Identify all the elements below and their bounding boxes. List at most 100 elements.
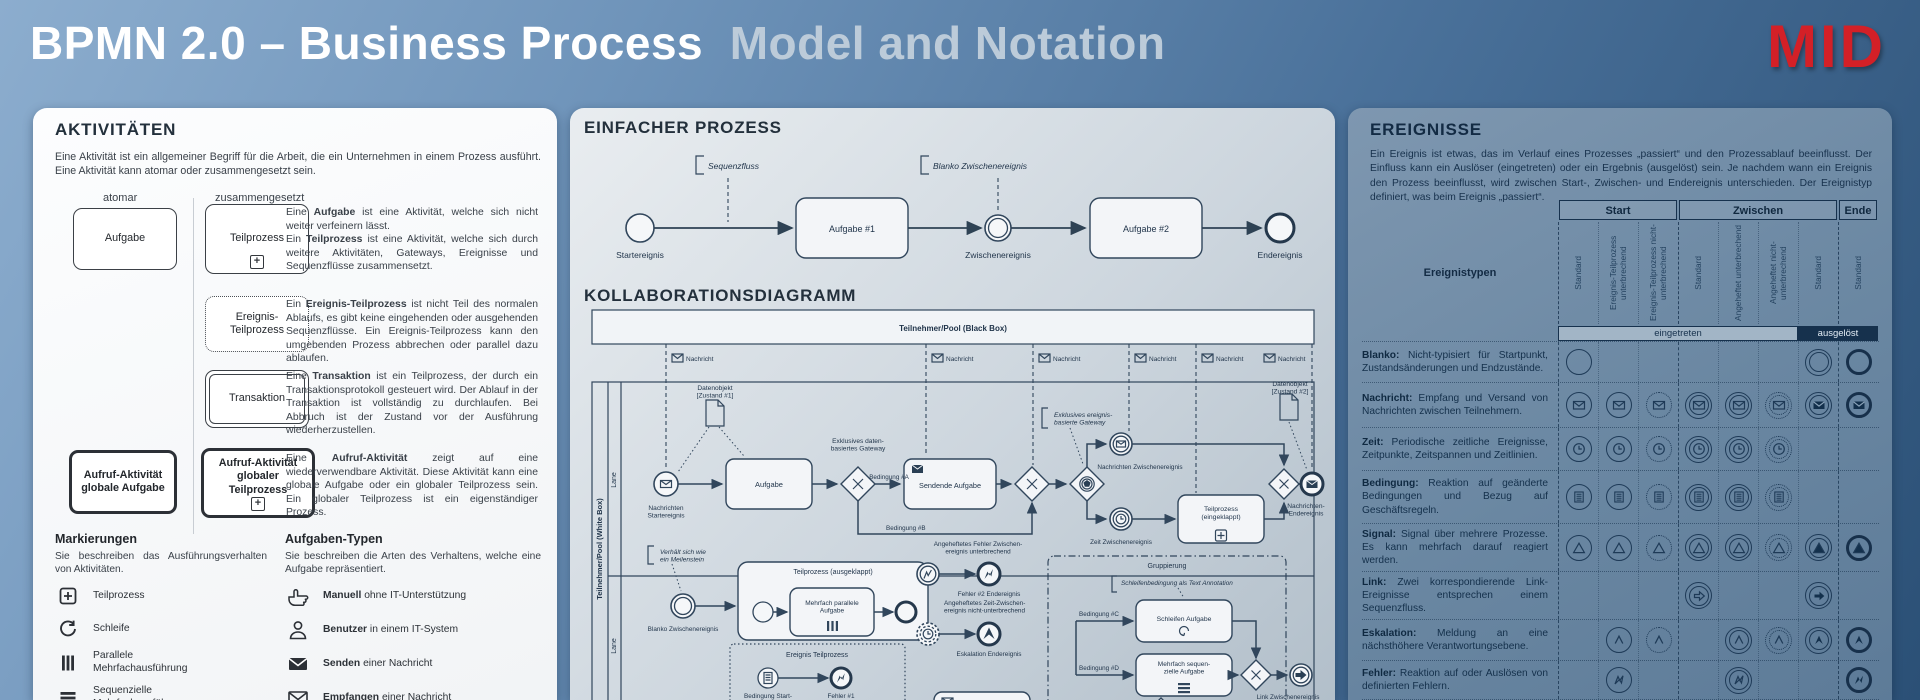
event-row-text: Nachricht: Empfang und Versand von Nachr… <box>1362 392 1548 417</box>
diagram-label: Lane <box>611 472 618 488</box>
markierungen-title: Markierungen <box>55 532 137 546</box>
event-cell <box>1638 572 1678 620</box>
lightning-event-icon <box>1725 666 1752 694</box>
diagram-label: Angeheftetes Zeit-Zwischen-ereignis nich… <box>944 600 1025 614</box>
diagram-label: Mehrfach sequen-zielle Aufgabe <box>1158 661 1210 675</box>
event-cell <box>1598 383 1638 427</box>
diagram-label: Teilprozess (ausgeklappt) <box>793 569 872 576</box>
send-icon <box>285 652 311 676</box>
diagram-label: Nachricht <box>1278 356 1306 363</box>
event-cell <box>1638 342 1678 382</box>
event-cell <box>1558 428 1598 470</box>
triangle-event-icon <box>1765 534 1792 562</box>
diagram-label: Exklusives daten-basiertes Gateway <box>831 438 886 453</box>
aktivitaeten-title: AKTIVITÄTEN <box>55 120 177 139</box>
desc-transaktion: Eine Transaktion ist ein Teilprozess, de… <box>286 371 539 437</box>
shape-ereignis-teilprozess: Ereignis-Teilprozess <box>205 296 309 352</box>
event-cell <box>1718 620 1758 661</box>
event-cell <box>1638 661 1678 700</box>
event-cell <box>1798 428 1838 470</box>
arrow-event-icon <box>1685 582 1712 610</box>
page-event-icon <box>1645 484 1672 510</box>
clock-event-icon <box>1725 435 1752 463</box>
event-cell <box>1558 342 1598 382</box>
event-cell <box>1598 428 1638 470</box>
diagram-label: Datenobjekt[Zustand #1] <box>697 385 734 400</box>
diagram-label: Ereignis Teilprozess <box>786 652 849 659</box>
clock-event-icon <box>1645 436 1672 462</box>
clock-event-icon <box>1685 435 1712 463</box>
diagram-label: Startereignis <box>616 250 664 260</box>
diagram-label: Aufgabe #1 <box>829 224 875 234</box>
column-header: Angeheftet nicht-unterbrechend <box>1758 222 1798 324</box>
data-object-2 <box>1279 393 1299 421</box>
page-event-icon <box>1565 484 1592 510</box>
diagram-label: Nachrichten-Endereignis <box>1287 503 1324 518</box>
event-row-text: Bedingung: Reaktion auf geänderte Beding… <box>1362 478 1548 516</box>
page-event-icon <box>1725 483 1752 511</box>
aufgaben-typen-intro: Sie beschreiben die Arten des Verhaltens… <box>285 551 541 576</box>
diagram-label: Sequenzfluss <box>708 161 760 171</box>
event-cell <box>1718 471 1758 523</box>
kollaborationsdiagramm-title: KOLLABORATIONSDIAGRAMM <box>584 286 857 305</box>
diagram-label: Bedingung #B <box>886 525 926 532</box>
list-item: Senden einer Nachricht <box>285 652 545 676</box>
message-flows <box>665 344 1313 493</box>
page-title-light: Model and Notation <box>729 17 1166 69</box>
event-row-signal: Signal: Signal über mehrere Prozesse. Es… <box>1362 523 1879 572</box>
kollaborationsdiagramm-diagram: Teilnehmer/Pool (Black Box)NachrichtNach… <box>591 309 1325 700</box>
envelope-event-icon <box>1605 392 1632 418</box>
triangle-event-icon <box>1805 534 1832 562</box>
event-cell <box>1678 572 1718 620</box>
diagram-label: Bedingung #A <box>869 474 909 481</box>
parallel-icon <box>55 651 81 675</box>
receive-icon <box>285 686 311 700</box>
event-cell <box>1718 524 1758 572</box>
inner-start-event <box>752 601 774 623</box>
event-cell <box>1838 620 1878 661</box>
panel-ereignisse: EREIGNISSE Ein Ereignis ist etwas, das i… <box>1348 108 1892 700</box>
mid-logo: MID <box>1767 13 1886 80</box>
column-header-label: Standard <box>1812 256 1823 290</box>
list-item-label: Manuell ohne IT-Unterstützung <box>323 589 467 601</box>
diagram-label: Nachricht <box>686 356 714 363</box>
event-cell <box>1758 572 1798 620</box>
chevron-event-icon <box>1645 627 1672 654</box>
event-cell <box>1838 428 1878 470</box>
diagram-label: Bedingung #C <box>1079 611 1119 618</box>
subprocess-icon <box>55 584 81 608</box>
user-icon <box>285 618 311 642</box>
diagram-label: Zeit Zwischenereignis <box>1090 539 1152 546</box>
event-cell <box>1638 620 1678 661</box>
event-cell <box>1838 471 1878 523</box>
list-item-label: SequenzielleMehrfachausführung <box>93 684 187 700</box>
diagram-label: Eskalation Endereignis <box>956 651 1021 658</box>
event-cell <box>1798 572 1838 620</box>
triangle-event-icon <box>1685 534 1712 562</box>
event-cell <box>1718 428 1758 470</box>
diagram-label: Nachrichten Zwischenereignis <box>1097 464 1182 471</box>
triangle-event-icon <box>1645 534 1672 561</box>
event-row-link: Link: Zwei korrespondierende Link-Ereign… <box>1362 571 1879 620</box>
column-header-label: Standard <box>1852 256 1863 290</box>
event-cell <box>1678 620 1718 661</box>
aufgaben-typen-title: Aufgaben-Typen <box>285 532 383 546</box>
band-ausgeloest: ausgelöst <box>1798 326 1878 341</box>
event-cell <box>1718 572 1758 620</box>
list-item-label: Benutzer in einem IT-System <box>323 623 459 635</box>
diagram-label: Nachricht <box>946 356 974 363</box>
pool-white-box <box>591 381 1315 700</box>
event-cell <box>1798 471 1838 523</box>
lane-dividers <box>607 382 1314 700</box>
envelope-event-icon <box>1845 392 1872 418</box>
column-header-label: Ereignis-Teilprozess nicht-unterbrechend <box>1647 224 1668 322</box>
diagram-label: Sendende Aufgabe <box>919 481 981 490</box>
event-cell <box>1758 524 1798 572</box>
event-cell <box>1758 661 1798 700</box>
event-cell <box>1678 383 1718 427</box>
